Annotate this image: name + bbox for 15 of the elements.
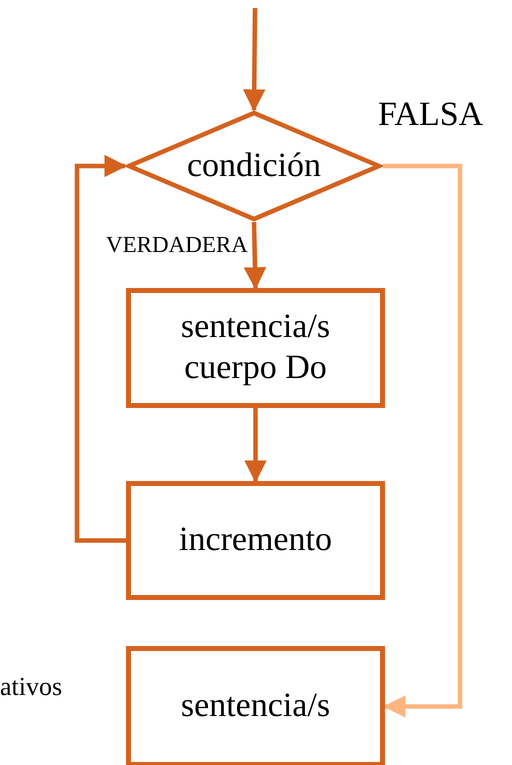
note-text: ativos [0, 672, 62, 702]
node-label: condición [186, 146, 322, 186]
arrow [242, 8, 266, 112]
node-label: incremento [179, 520, 332, 560]
arrow [244, 222, 266, 290]
edge-label: FALSA [378, 96, 484, 134]
arrow [244, 408, 267, 483]
process-box [126, 481, 385, 600]
process-box [126, 288, 385, 408]
arrow [74, 154, 127, 543]
arrow [383, 164, 462, 718]
node-label: sentencia/s cuerpo Do [180, 307, 332, 388]
node-label: sentencia/s [180, 686, 330, 726]
edge-label: VERDADERA [106, 232, 248, 258]
process-box [126, 646, 385, 765]
